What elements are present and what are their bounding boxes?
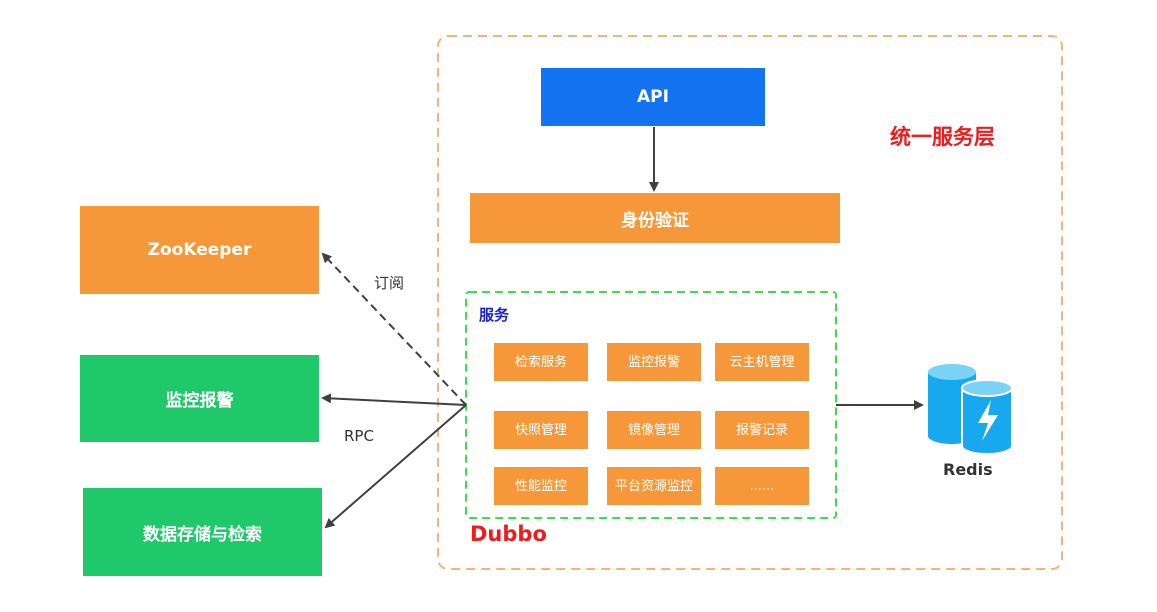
subscribe-edge-label: 订阅 [374,274,405,292]
rpc-storage-arrow [324,404,467,529]
redis-icon [928,364,1013,455]
dubbo-label: Dubbo [470,522,547,546]
service-performance-monitor: 性能监控 [494,467,588,505]
zookeeper-box: ZooKeeper [80,206,319,294]
service-search: 检索服务 [494,343,588,381]
services-title: 服务 [479,306,510,324]
rpc-edge-label: RPC [344,427,374,445]
data-storage-box: 数据存储与检索 [83,488,322,576]
rpc-monitor-arrow [321,393,467,406]
service-alarm-record: 报警记录 [715,411,809,449]
service-image-management: 镜像管理 [607,411,701,449]
service-monitor-alarm: 监控报警 [607,343,701,381]
unified-service-layer-title: 统一服务层 [890,125,995,149]
zookeeper-label: ZooKeeper [147,240,252,260]
api-box: API [541,68,765,126]
redis-label: Redis [943,460,993,479]
service-platform-resource-monitor: 平台资源监控 [607,467,701,505]
auth-box: 身份验证 [470,193,840,243]
data-storage-label: 数据存储与检索 [143,524,262,545]
api-label: API [637,87,669,107]
monitor-alarm-label: 监控报警 [165,391,234,411]
service-snapshot-management: 快照管理 [494,411,588,449]
service-cloud-host-management: 云主机管理 [715,343,809,381]
monitor-alarm-box: 监控报警 [80,355,319,442]
service-more: ...... [715,467,809,505]
auth-label: 身份验证 [621,210,689,231]
